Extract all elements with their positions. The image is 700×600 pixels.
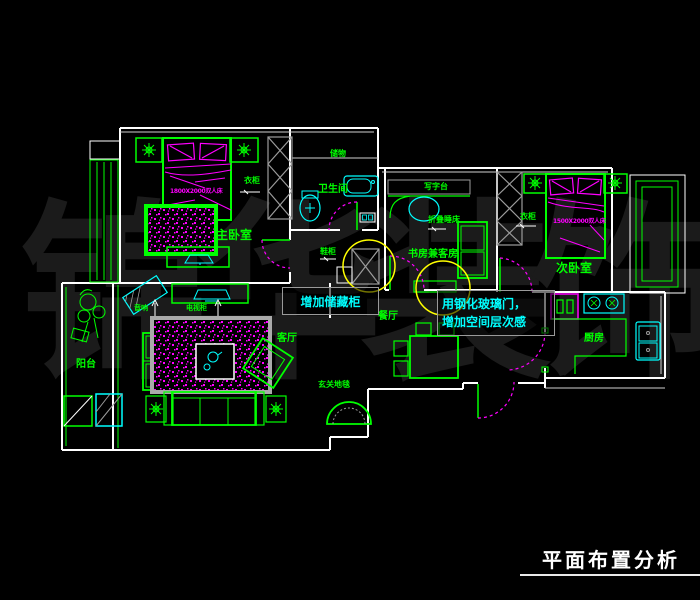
hatched-wardrobe: [267, 136, 293, 220]
bay-window-left: [89, 140, 121, 283]
entry-mat-label: 玄关地毯: [318, 380, 350, 389]
glass-door-swing: [506, 331, 546, 371]
desk-return: [389, 195, 411, 219]
double-bed: [545, 173, 606, 259]
glass-door-note-line2: 增加空间层次感: [442, 315, 527, 329]
living-furniture: [121, 274, 295, 426]
speaker-label: 音响: [134, 304, 148, 312]
desk-label: 写字台: [424, 182, 448, 191]
counter-edge: [551, 318, 627, 374]
study-furniture: [387, 179, 488, 293]
label-leader: [151, 298, 222, 323]
armchair: [241, 336, 295, 390]
side-table: [145, 395, 167, 423]
bathtub: [343, 175, 379, 197]
second-closet-label: 衣柜: [520, 212, 536, 221]
tea-set-icon: [207, 351, 219, 363]
desk: [387, 179, 471, 195]
second-bed-spec: 1500X2000双人床: [553, 218, 606, 225]
entry-door-swing: [477, 381, 515, 419]
living-label: 客厅: [277, 333, 297, 344]
cabinet: [95, 393, 123, 427]
entry-items: [320, 248, 515, 425]
pillows: [548, 177, 603, 196]
dining-label: 餐厅: [378, 311, 398, 322]
second-bedroom-label: 次卧室: [556, 261, 593, 275]
bathroom-label: 卫生间: [318, 184, 348, 195]
stove: [583, 293, 625, 314]
second-bedroom-furniture: [496, 171, 628, 293]
bathroom-fixtures: [299, 175, 379, 231]
tv-cabinet-label: 电视柜: [186, 304, 207, 312]
bedroom-rug: [144, 204, 218, 256]
kitchen-label: 厨房: [584, 333, 604, 344]
folding-bed-label: 折叠睡床: [428, 215, 460, 224]
study-label: 书房兼客房: [408, 249, 458, 260]
label-leader: [240, 189, 260, 195]
sofa-arm: [163, 391, 174, 426]
entry-mat: [326, 401, 372, 425]
label-leader: [516, 223, 536, 229]
side-table: [265, 395, 287, 423]
bedding-lines: [547, 197, 605, 253]
balcony-label: 阳台: [76, 359, 96, 370]
bathroom-storage-label: 储物: [330, 149, 346, 158]
tv-icon: [184, 254, 214, 265]
glass-door-annotation-box: 用钢化玻璃门， 增加空间层次感: [437, 290, 555, 336]
bay-window-right: [629, 174, 686, 294]
master-bedroom-furniture: [135, 136, 293, 269]
tv-cabinet: [171, 283, 249, 304]
washing-machine: [63, 395, 93, 427]
master-bedroom-label: 主卧室: [216, 228, 253, 242]
dining-chair: [393, 340, 409, 357]
double-sink: [635, 321, 661, 361]
sofa-arm: [254, 391, 265, 426]
glass-door-note-line1: 用钢化玻璃门，: [442, 297, 527, 311]
switch-box: [359, 212, 376, 223]
storage-cabinet: [413, 280, 457, 293]
dining-chair: [393, 360, 409, 377]
dresser: [166, 246, 230, 268]
door-swing: [499, 257, 533, 293]
drawing-title: 平面布置分析: [542, 548, 680, 572]
toilet: [299, 194, 321, 222]
shoe-cabinet-label: 鞋柜: [320, 247, 336, 256]
pillows: [166, 142, 228, 162]
dining-chair: [415, 322, 432, 336]
sofa-bed: [457, 221, 488, 279]
balcony-items: [63, 283, 123, 450]
master-bed-spec: 1800X2000双人床: [170, 188, 223, 195]
door-swing: [389, 255, 425, 291]
leaning-frame: [121, 274, 169, 316]
label-leader: [320, 256, 336, 262]
dining-table: [409, 335, 459, 379]
potted-plant: [70, 289, 106, 343]
master-closet-label: 衣柜: [244, 176, 260, 185]
hatched-wardrobe: [496, 171, 523, 246]
bedding-lines: [164, 163, 232, 211]
sofa: [171, 391, 257, 426]
desk-chair: [408, 196, 440, 222]
storage-annotation-box: 增加储藏柜: [282, 287, 379, 315]
label-leader: [428, 226, 446, 232]
